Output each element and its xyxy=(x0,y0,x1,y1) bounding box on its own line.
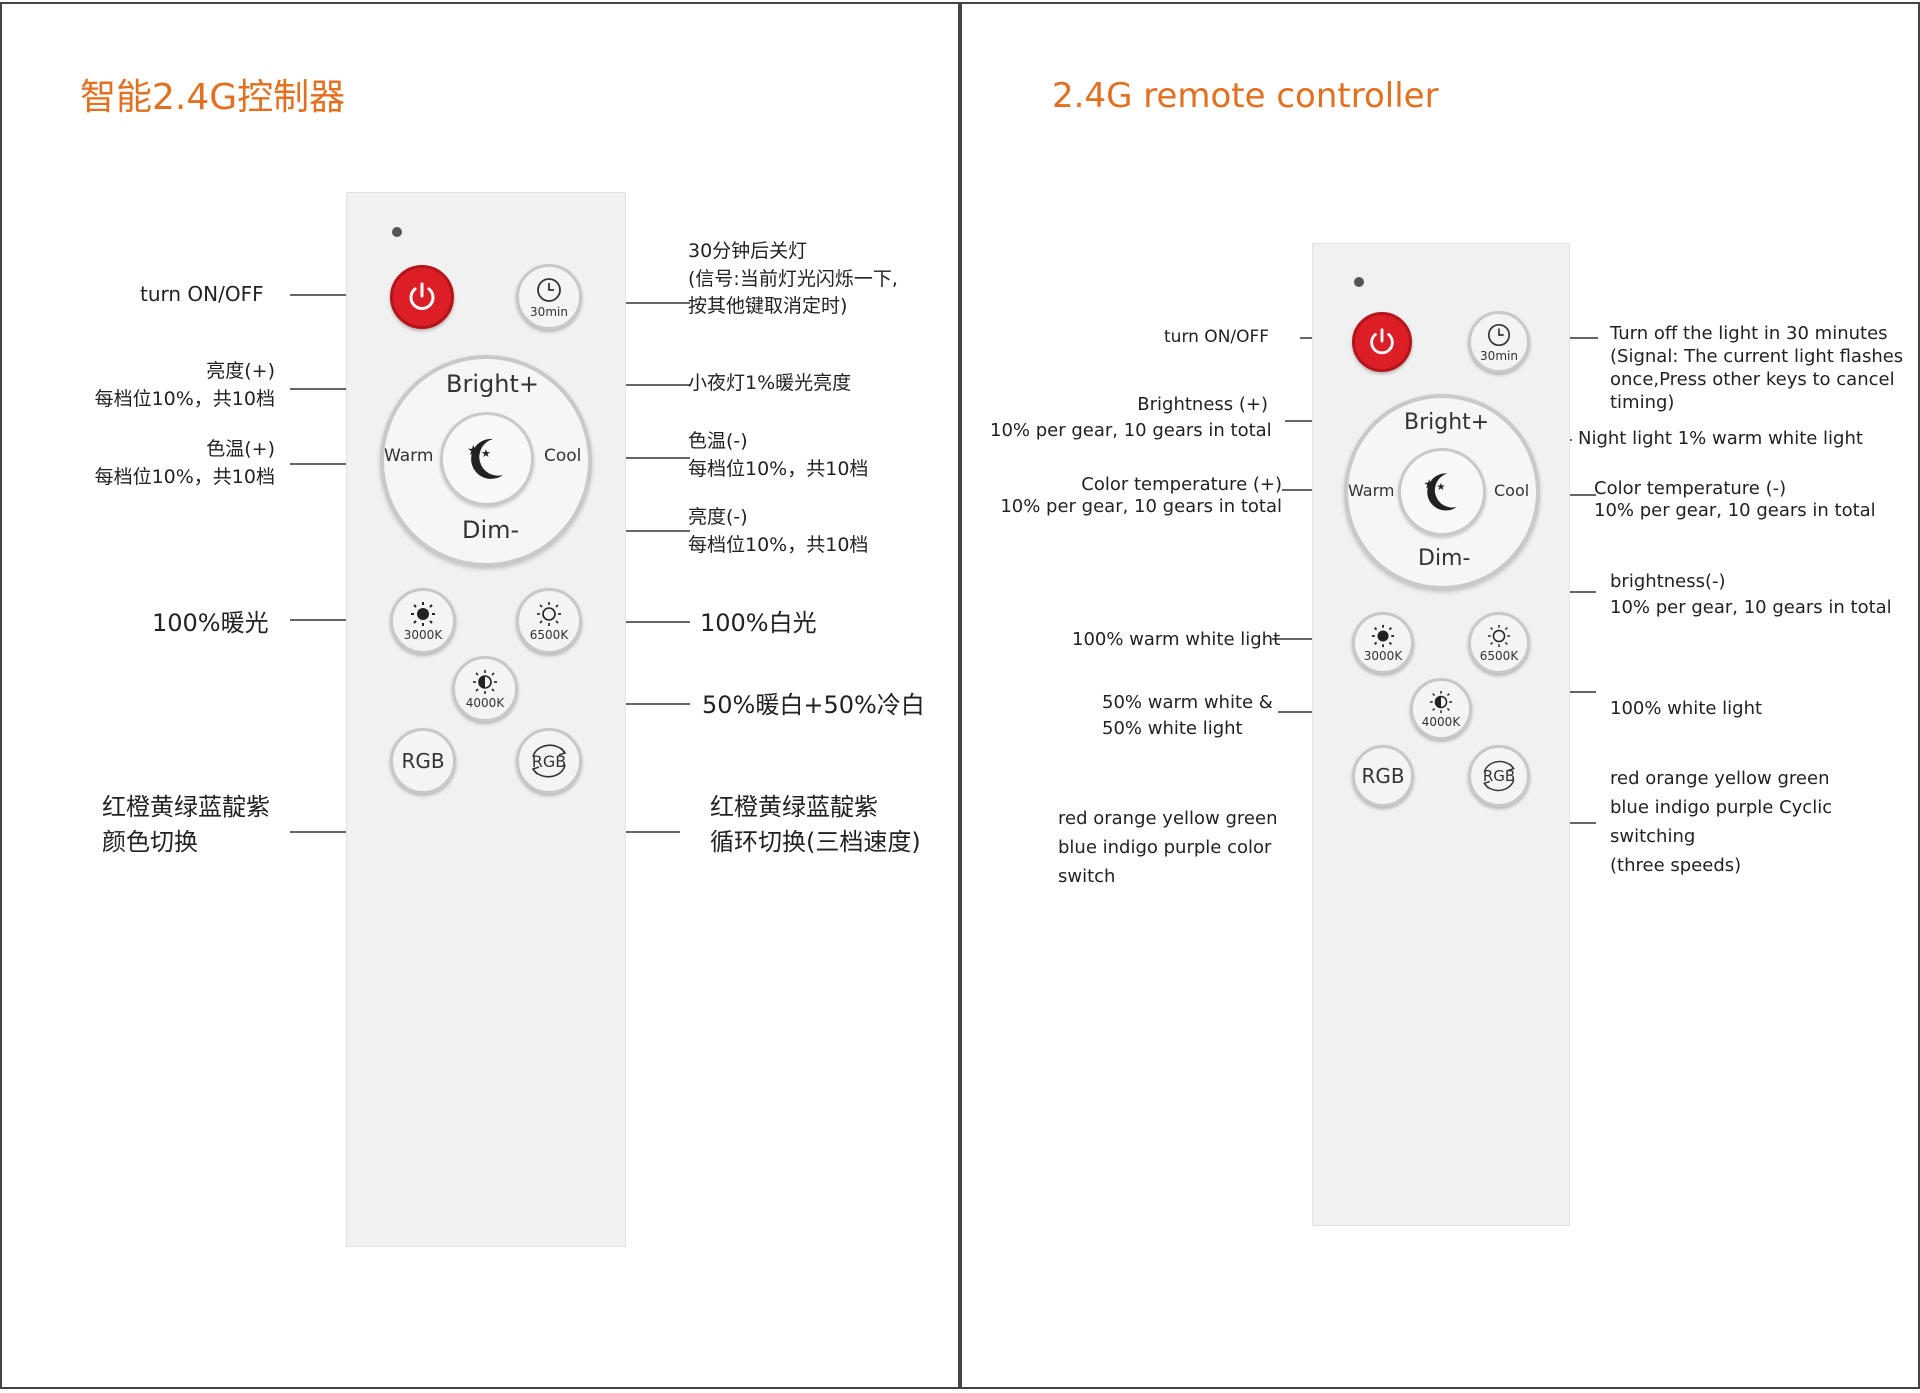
right-3000k-button[interactable]: 3000K xyxy=(1352,612,1414,674)
svg-text:★: ★ xyxy=(1436,482,1445,493)
right-mix-50-label: 50% warm white &50% white light xyxy=(1102,692,1273,740)
right-cool-button[interactable]: Cool xyxy=(1494,481,1530,500)
right-4000k-button[interactable]: 4000K xyxy=(1410,678,1472,740)
left-warm-plus-label: 色温(+)每档位10%，共10档 xyxy=(94,438,275,488)
left-indicator-led xyxy=(392,227,402,237)
right-cool-minus-label: Color temperature (-)10% per gear, 10 ge… xyxy=(1594,478,1876,521)
svg-text:★: ★ xyxy=(467,443,480,459)
rgb-cycle-label: RGB xyxy=(531,751,567,771)
right-rgb-cycle-button[interactable]: RGB xyxy=(1468,745,1530,807)
svg-text:★: ★ xyxy=(1427,493,1435,504)
left-bright-plus-button[interactable]: Bright+ xyxy=(446,370,539,398)
left-cool-minus-label: 色温(-)每档位10%，共10档 xyxy=(688,430,869,480)
sun-half-icon xyxy=(1429,690,1453,714)
sun-half-icon xyxy=(473,670,497,694)
timer-button-label: 30min xyxy=(1480,349,1518,363)
right-dim-minus-button[interactable]: Dim- xyxy=(1418,546,1471,571)
right-bright-plus-button[interactable]: Bright+ xyxy=(1404,410,1490,435)
right-dim-minus-label: brightness(-)10% per gear, 10 gears in t… xyxy=(1610,571,1892,619)
left-dim-minus-button[interactable]: Dim- xyxy=(462,516,520,544)
left-6500k-button[interactable]: 6500K xyxy=(516,588,582,654)
4000k-label: 4000K xyxy=(1421,715,1461,729)
right-rgb-button[interactable]: RGB xyxy=(1352,745,1414,807)
left-mix-50-label: 50%暖白+50%冷白 xyxy=(702,691,925,719)
cycle-arrows-icon xyxy=(531,744,567,778)
6500k-label: 6500K xyxy=(529,628,569,642)
6500k-label: 6500K xyxy=(1479,649,1519,663)
left-white-100-label: 100%白光 xyxy=(700,609,817,637)
left-timer-label: 30分钟后关灯(信号:当前灯光闪烁一下,按其他键取消定时) xyxy=(688,240,898,318)
cycle-arrows-icon xyxy=(1483,760,1515,792)
svg-text:★: ★ xyxy=(1423,477,1435,492)
right-indicator-led xyxy=(1354,277,1364,287)
right-6500k-button[interactable]: 6500K xyxy=(1468,612,1530,674)
left-dim-minus-label: 亮度(-)每档位10%，共10档 xyxy=(688,506,869,556)
power-icon xyxy=(1370,328,1394,355)
left-power-label: turn ON/OFF xyxy=(140,282,264,306)
sun-filled-icon xyxy=(411,602,435,626)
right-warm-100-label: 100% warm white light xyxy=(1072,629,1281,650)
rgb-label: RGB xyxy=(1361,764,1405,788)
sun-outline-icon xyxy=(537,602,561,626)
rgb-cycle-label: RGB xyxy=(1482,767,1516,785)
right-power-label: turn ON/OFF xyxy=(1164,327,1270,347)
left-rgb-switch-label: 红橙黄绿蓝靛紫颜色切换 xyxy=(102,793,270,856)
left-cool-button[interactable]: Cool xyxy=(544,446,582,466)
rgb-label: RGB xyxy=(401,749,445,773)
left-timer-button[interactable]: 30min xyxy=(516,264,582,330)
sun-outline-icon xyxy=(1487,624,1511,648)
right-timer-label: Turn off the light in 30 minutes(Signal:… xyxy=(1610,323,1904,414)
left-night-light-button[interactable]: ★ ★ ★ xyxy=(440,412,534,506)
right-title: 2.4G remote controller xyxy=(1052,76,1439,116)
3000k-label: 3000K xyxy=(1363,649,1403,663)
left-warm-100-label: 100%暖光 xyxy=(152,609,269,637)
left-3000k-button[interactable]: 3000K xyxy=(390,588,456,654)
clock-icon xyxy=(537,278,561,302)
left-rgb-cycle-button[interactable]: RGB xyxy=(516,728,582,794)
moon-stars-icon: ★ ★ ★ xyxy=(467,438,503,479)
left-title: 智能2.4G控制器 xyxy=(80,77,346,118)
4000k-label: 4000K xyxy=(465,696,505,710)
left-night-light-label: 小夜灯1%暖光亮度 xyxy=(688,372,852,394)
left-4000k-button[interactable]: 4000K xyxy=(452,656,518,722)
left-power-button[interactable] xyxy=(390,265,454,329)
right-power-button[interactable] xyxy=(1352,312,1412,372)
svg-text:★: ★ xyxy=(481,447,491,460)
right-timer-button[interactable]: 30min xyxy=(1468,311,1530,373)
sun-filled-icon xyxy=(1371,624,1395,648)
left-rgb-button[interactable]: RGB xyxy=(390,728,456,794)
left-bright-plus-label: 亮度(+)每档位10%，共10档 xyxy=(94,360,275,410)
right-bright-plus-label: Brightness (+)10% per gear, 10 gears in … xyxy=(990,394,1272,442)
power-icon xyxy=(409,282,435,310)
right-white-100-label: 100% white light xyxy=(1610,698,1763,719)
moon-stars-icon: ★ ★ ★ xyxy=(1423,473,1457,511)
timer-button-label: 30min xyxy=(530,305,568,319)
right-night-light-label: Night light 1% warm white light xyxy=(1578,428,1863,449)
right-warm-plus-label: Color temperature (+)10% per gear, 10 ge… xyxy=(1000,474,1282,517)
3000k-label: 3000K xyxy=(403,628,443,642)
left-panel xyxy=(0,2,962,1389)
right-night-light-button[interactable]: ★ ★ ★ xyxy=(1398,448,1486,536)
left-rgb-cycle-label: 红橙黄绿蓝靛紫循环切换(三档速度) xyxy=(710,793,921,856)
svg-text:★: ★ xyxy=(471,461,480,472)
right-warm-button[interactable]: Warm xyxy=(1348,481,1395,500)
left-warm-button[interactable]: Warm xyxy=(384,446,434,466)
clock-icon xyxy=(1487,323,1511,347)
right-panel xyxy=(958,2,1920,1389)
